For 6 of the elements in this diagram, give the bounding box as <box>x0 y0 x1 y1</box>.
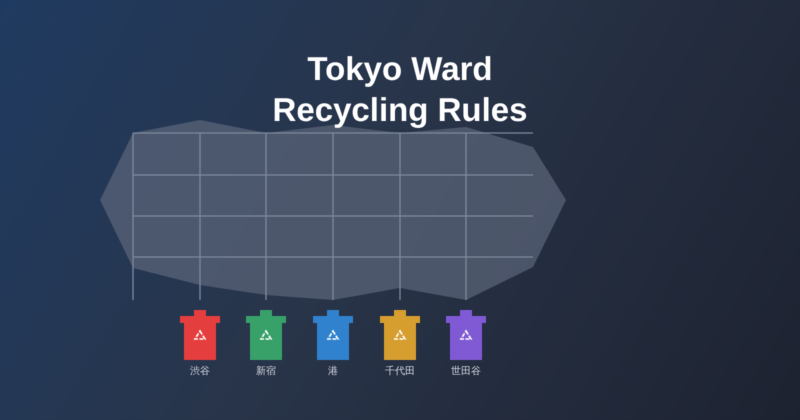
ward-label: 渋谷 <box>189 364 211 378</box>
ward-label: 世田谷 <box>450 364 482 378</box>
ward-label: 港 <box>327 364 339 378</box>
title: Tokyo Ward Recycling Rules <box>272 49 528 130</box>
ward-label: 新宿 <box>255 364 277 378</box>
ward-label: 千代田 <box>384 364 416 378</box>
